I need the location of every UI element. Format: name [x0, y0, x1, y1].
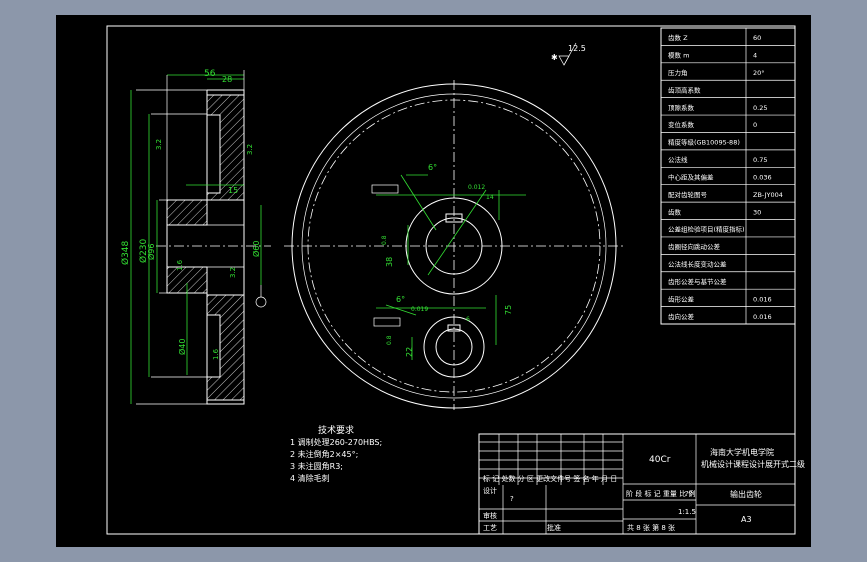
param-label: 齿数 Z [668, 33, 688, 42]
roughness-value: 12.5 [568, 44, 586, 53]
param-value: 0.016 [753, 313, 772, 321]
param-value: 0.016 [753, 295, 772, 303]
small-b: 6 [466, 316, 470, 323]
param-value: 0.036 [753, 173, 772, 181]
param-value: 20° [753, 69, 765, 77]
rough-32a: 3.2 [155, 139, 163, 150]
param-label: 齿形公差与基节公差 [668, 277, 727, 286]
param-label: 模数 m [668, 51, 689, 60]
dim-28: 28 [222, 75, 232, 84]
designer: ? [510, 495, 514, 503]
stage-label: 阶 段 标 记 重量 比 例 [626, 489, 695, 498]
scale: 1:1.5 [678, 508, 696, 516]
title-block: 40Cr 海南大学机电学院 机械设计课程设计展开式二级 输出齿轮 标 记 处数 … [478, 433, 805, 535]
dim-phi348: Ø348 [120, 240, 131, 265]
tech-note-2: 2 未注倒角2×45°; [290, 449, 358, 459]
school: 海南大学机电学院 [710, 447, 774, 457]
tech-note-1: 1 调制处理260-270HBS; [290, 437, 382, 447]
param-value: 0 [753, 121, 757, 129]
dim-56: 56 [204, 69, 216, 79]
dim-phi40: Ø40 [177, 339, 187, 355]
param-label: 顶隙系数 [668, 103, 695, 112]
param-value: 4 [753, 52, 757, 60]
param-value: 30 [753, 208, 761, 216]
dim-15: 15 [228, 186, 238, 195]
approve-label: 批准 [547, 523, 561, 532]
material: 40Cr [649, 455, 671, 465]
param-label: 精度等级(GB10095-88) [668, 138, 740, 147]
audit-label: 审核 [483, 511, 497, 520]
param-label: 齿向公差 [668, 312, 695, 321]
rough-a: 0.8 [381, 235, 388, 245]
param-value: ZB-JY004 [753, 191, 783, 199]
dim-phi60: Ø60 [251, 241, 261, 257]
param-label: 齿顶高系数 [668, 85, 701, 94]
param-label: 中心距及其偏差 [668, 172, 714, 181]
chamfer-a: 6° [428, 163, 437, 172]
dim-38: 38 [385, 257, 394, 267]
rough-b: 0.8 [386, 335, 393, 345]
rough-32b: 3.2 [246, 144, 254, 155]
dim-phi96: Ø96 [146, 244, 156, 260]
param-label: 公法线 [668, 155, 688, 164]
tech-notes: 技术要求 1 调制处理260-270HBS; 2 未注倒角2×45°; 3 未注… [290, 424, 382, 483]
tol-upper: 0.012 [468, 184, 485, 191]
dim-22: 22 [405, 347, 414, 357]
param-value: 0.25 [753, 104, 767, 112]
param-value: 60 [753, 34, 761, 42]
rough-16b: 1.6 [212, 348, 220, 360]
param-label: 齿圈径向跳动公差 [668, 242, 721, 251]
tech-note-3: 3 未注圆角R3; [290, 461, 343, 471]
process-label: 工艺 [483, 524, 497, 532]
small-a: 14 [486, 194, 494, 201]
svg-text:✱: ✱ [551, 53, 558, 62]
param-label: 变位系数 [668, 120, 695, 129]
front-view: ✱ 12.5 6° 6° 0.012 0.019 38 22 75 0.8 0.… [284, 42, 626, 410]
param-label: 公差组检验项目(精度指标) [668, 225, 745, 234]
param-label: 公法线长度变动公差 [668, 260, 727, 269]
dim-75: 75 [504, 305, 513, 315]
rough-32c: 3.2 [229, 267, 237, 278]
project: 机械设计课程设计展开式二级 [701, 459, 805, 469]
tech-notes-title: 技术要求 [318, 424, 354, 436]
rough-16a: 1.6 [176, 259, 184, 271]
param-label: 压力角 [668, 68, 688, 77]
side-section-view: 56 28 15 Ø348 Ø230 Ø96 Ø60 Ø40 3.2 3.2 3… [120, 69, 271, 405]
tech-note-4: 4 清除毛刺 [290, 473, 330, 483]
design-label: 设计 [483, 486, 497, 495]
chamfer-b: 6° [396, 295, 405, 304]
header-row: 标 记 处数 分 区 更改文件号 签 名 年 月 日 [483, 474, 617, 483]
param-label: 齿数 [668, 207, 682, 216]
q-mark: ?? [685, 490, 693, 498]
drawing-viewport[interactable]: 56 28 15 Ø348 Ø230 Ø96 Ø60 Ø40 3.2 3.2 3… [56, 15, 811, 547]
param-value: 0.75 [753, 156, 767, 164]
sheets: 共 8 张 第 8 张 [627, 523, 675, 532]
tol-lower: 0.019 [411, 306, 428, 313]
paper-size: A3 [741, 515, 752, 524]
part-name: 输出齿轮 [730, 489, 762, 499]
dim-phi230: Ø230 [138, 238, 149, 263]
param-label: 齿形公差 [668, 294, 695, 303]
gear-drawing: 56 28 15 Ø348 Ø230 Ø96 Ø60 Ø40 3.2 3.2 3… [106, 25, 805, 535]
param-label: 配对齿轮图号 [668, 190, 708, 199]
